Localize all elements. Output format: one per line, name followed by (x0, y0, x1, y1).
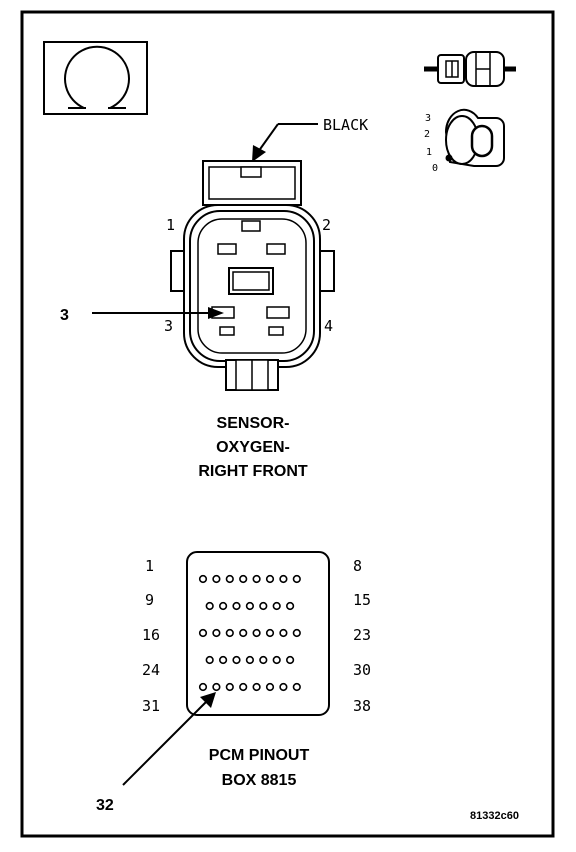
pcm-pin-hole (198, 628, 208, 638)
pcm-pin-hole (239, 574, 248, 584)
pcm-pin-hole (279, 628, 288, 638)
pcm-pin-hole (259, 601, 268, 611)
pcm-row-label-left-4: 24 (142, 661, 160, 679)
pcm-pin-hole (205, 655, 214, 665)
sensor-title-line-1: SENSOR- (217, 415, 290, 432)
pcm-pinout-box: 1 9 16 24 31 8 15 23 30 38 (142, 551, 371, 716)
pcm-pin-hole (225, 574, 234, 584)
pcm-pin-hole (292, 682, 301, 692)
outer-frame (20, 10, 555, 838)
sensor-callout-number: 3 (60, 307, 69, 324)
pcm-pin-hole (265, 574, 275, 584)
pcm-pin-hole (259, 655, 268, 665)
pcm-pin-hole (205, 601, 214, 611)
pcm-pin-hole (292, 574, 301, 584)
pcm-pin-hole (279, 574, 288, 584)
sensor-pin-label-1: 1 (166, 216, 175, 234)
pcm-row-label-right-2: 15 (353, 591, 371, 609)
pcm-pin-hole (239, 628, 248, 638)
pcm-title: PCM PINOUT BOX 8815 (209, 747, 310, 789)
oxygen-sensor-connector: 1 2 3 4 (164, 160, 335, 391)
pcm-callout: 32 (96, 692, 216, 814)
pcm-pin-hole (219, 601, 228, 611)
pcm-pin-hole (252, 628, 261, 638)
omega-ohmmeter-icon (43, 41, 148, 115)
pcm-pin-hole (245, 655, 254, 665)
ignition-position-0: 0 (432, 163, 438, 174)
pcm-pin-hole (225, 682, 234, 692)
pcm-pin-hole (252, 682, 261, 692)
pcm-pin-hole (286, 655, 295, 665)
pcm-pin-hole (232, 601, 241, 611)
pcm-row-label-left-5: 31 (142, 697, 160, 715)
pcm-row-label-left-3: 16 (142, 626, 160, 644)
sensor-title-line-2: OXYGEN- (216, 439, 290, 456)
sensor-title-line-3: RIGHT FRONT (198, 463, 308, 480)
pcm-pin-hole (292, 628, 301, 638)
pcm-pin-hole (225, 628, 234, 638)
sensor-title: SENSOR- OXYGEN- RIGHT FRONT (198, 415, 308, 480)
ignition-position-2: 2 (424, 129, 430, 140)
color-callout-label: BLACK (323, 116, 368, 134)
sensor-pin-label-3: 3 (164, 317, 173, 335)
pcm-callout-number: 32 (96, 797, 114, 814)
pcm-pin-hole (272, 601, 281, 611)
pcm-pin-hole (252, 574, 261, 584)
pcm-row-label-left-1: 1 (145, 557, 154, 575)
connector-disconnect-icon (424, 51, 516, 87)
pcm-pin-hole (212, 682, 221, 692)
pcm-pin-hole (232, 655, 241, 665)
pcm-pin-hole (265, 682, 275, 692)
pcm-row-label-right-1: 8 (353, 557, 362, 575)
pcm-row-label-right-3: 23 (353, 626, 371, 644)
pcm-pin-hole (279, 682, 288, 692)
color-callout: BLACK (252, 116, 368, 162)
pcm-pin-hole (265, 628, 275, 638)
pcm-pin-hole (286, 601, 295, 611)
pcm-pin-hole (212, 574, 221, 584)
pcm-row-label-left-2: 9 (145, 591, 154, 609)
sensor-pin-label-2: 2 (322, 216, 331, 234)
pcm-pin-hole (272, 655, 281, 665)
pcm-row-label-right-5: 38 (353, 697, 371, 715)
pcm-pin-hole (239, 682, 248, 692)
pcm-pin-hole (212, 628, 221, 638)
ignition-position-1: 1 (426, 147, 432, 158)
pcm-title-line-1: PCM PINOUT (209, 747, 310, 764)
sensor-callout: 3 (60, 307, 224, 324)
pcm-row-label-right-4: 30 (353, 661, 371, 679)
ignition-key-icon: 3 2 1 0 (424, 108, 505, 174)
pcm-pin-hole (219, 655, 228, 665)
pcm-title-line-2: BOX 8815 (222, 772, 297, 789)
ignition-position-3: 3 (425, 113, 431, 124)
pcm-pin-hole (198, 574, 208, 584)
pcm-pin-grid (198, 574, 301, 692)
pcm-pin-hole (198, 682, 208, 692)
pcm-pin-hole (245, 601, 254, 611)
figure-code: 81332c60 (470, 810, 519, 822)
sensor-pin-label-4: 4 (324, 317, 333, 335)
